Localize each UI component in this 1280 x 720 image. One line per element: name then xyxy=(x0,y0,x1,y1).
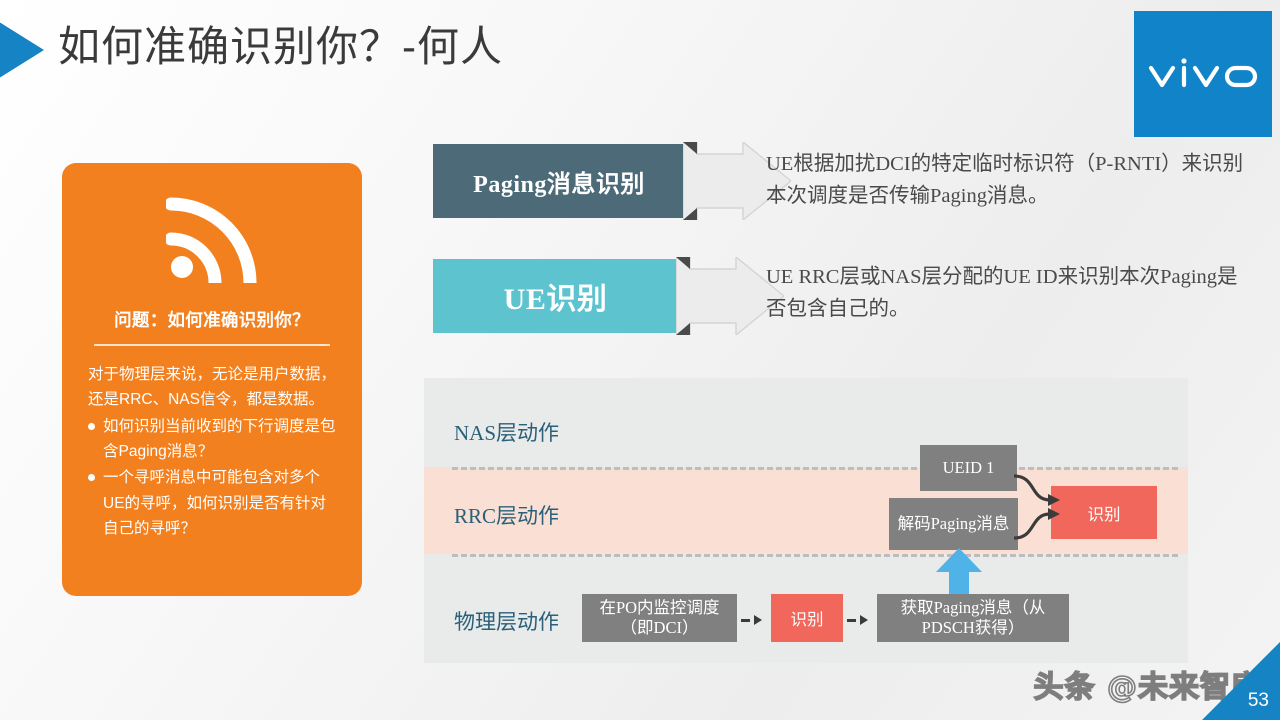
banner-description: UE根据加扰DCI的特定临时标识符（P-RNTI）来识别本次调度是否传输Pagi… xyxy=(766,153,1244,207)
flow-arrow-icon xyxy=(847,615,868,625)
divider xyxy=(452,467,1178,470)
node-get-paging: 获取Paging消息（从PDSCH获得） xyxy=(877,594,1069,642)
node-decode-paging: 解码Paging消息 xyxy=(889,498,1018,550)
list-item: 一个寻呼消息中可能包含对多个UE的寻呼，如何识别是否有针对自己的寻呼？ xyxy=(88,465,336,540)
node-recognize-phy: 识别 xyxy=(771,594,843,642)
flow-arrow-icon xyxy=(741,615,762,625)
node-monitor-po: 在PO内监控调度（即DCI） xyxy=(582,594,737,642)
arrow-head-icon xyxy=(683,142,791,220)
question-card-intro: 对于物理层来说，无论是用户数据，还是RRC、NAS信令，都是数据。 xyxy=(88,366,337,409)
layer-diagram: NAS层动作 RRC层动作 物理层动作 UEID 1 解码Paging消息 识别… xyxy=(424,378,1188,663)
question-bullet-list: 如何识别当前收到的下行调度是包含Paging消息？ 一个寻呼消息中可能包含对多个… xyxy=(88,414,336,541)
list-item: 如何识别当前收到的下行调度是包含Paging消息？ xyxy=(88,414,336,464)
question-card-body: 对于物理层来说，无论是用户数据，还是RRC、NAS信令，都是数据。 如何识别当前… xyxy=(88,362,336,541)
page-number: 53 xyxy=(1247,690,1269,711)
banner-label: UE识别 xyxy=(433,259,678,333)
layer-label-nas: NAS层动作 xyxy=(454,421,560,445)
triangle-right-icon xyxy=(0,20,44,80)
banner-label: Paging消息识别 xyxy=(433,144,685,218)
question-card: 问题：如何准确识别你？ 对于物理层来说，无论是用户数据，还是RRC、NAS信令，… xyxy=(62,163,362,596)
blue-up-arrow-icon xyxy=(936,548,982,600)
node-recognize-rrc: 识别 xyxy=(1051,486,1157,539)
node-ueid: UEID 1 xyxy=(920,445,1017,491)
signal-rss-icon xyxy=(88,191,336,287)
divider xyxy=(452,554,1178,557)
arrow-head-icon xyxy=(676,257,784,335)
banner-description: UE RRC层或NAS层分配的UE ID来识别本次Paging是否包含自己的。 xyxy=(766,266,1238,320)
layer-label-rrc: RRC层动作 xyxy=(454,504,560,528)
divider xyxy=(94,344,330,346)
page-title: 如何准确识别你？-何人 xyxy=(58,23,503,70)
layer-label-phy: 物理层动作 xyxy=(454,610,559,634)
corner-accent xyxy=(1202,642,1280,720)
question-card-heading: 问题：如何准确识别你？ xyxy=(114,310,310,330)
vivo-logo xyxy=(1134,11,1272,137)
